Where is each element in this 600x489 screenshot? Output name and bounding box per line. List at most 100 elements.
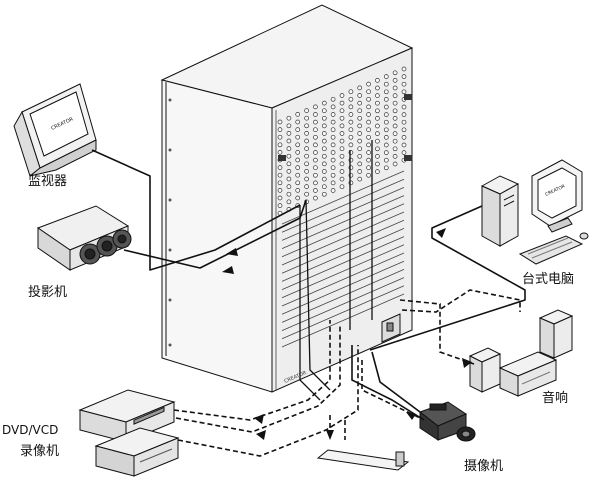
bnc-connector: [313, 134, 318, 140]
label-projector: 投影机: [28, 285, 68, 300]
cable-dvd: [173, 320, 331, 421]
bnc-connector: [339, 153, 345, 159]
bnc-connector-grid: [277, 66, 407, 216]
bnc-connector: [330, 150, 336, 155]
bnc-connector: [313, 127, 318, 133]
bnc-connector: [321, 169, 327, 174]
bnc-connector: [375, 78, 380, 83]
bnc-connector: [286, 131, 292, 136]
bnc-connector: [375, 116, 380, 121]
module-slot: [281, 203, 405, 258]
bnc-connector: [277, 203, 283, 208]
bnc-connector: [375, 161, 380, 167]
bnc-connector: [295, 172, 301, 178]
bnc-connector: [295, 180, 301, 186]
bnc-connector: [295, 127, 301, 132]
module-slot: [281, 211, 405, 266]
bnc-connector: [392, 93, 398, 98]
bnc-connector: [357, 115, 363, 121]
module-slot: [281, 277, 405, 331]
bnc-connector: [383, 112, 389, 117]
bnc-connector: [286, 191, 292, 197]
bnc-connector: [286, 176, 292, 182]
bnc-connector: [348, 119, 354, 125]
bnc-connector: [383, 142, 389, 148]
bnc-connector: [321, 153, 327, 159]
bnc-connector: [277, 188, 283, 193]
module-slot: [281, 244, 405, 299]
bnc-connector: [304, 131, 309, 136]
bnc-connector: [295, 195, 301, 201]
bnc-connector: [321, 191, 327, 197]
bnc-connector: [392, 70, 398, 76]
bnc-connector: [295, 150, 301, 155]
bottom-tray: [316, 449, 410, 471]
chassis-front: [271, 47, 413, 393]
module-slot: [281, 269, 405, 323]
bnc-connector: [392, 100, 398, 106]
bnc-connector: [321, 161, 327, 167]
module-slot: [281, 260, 405, 315]
bnc-connector: [295, 142, 301, 148]
bnc-connector: [392, 108, 398, 114]
bnc-connector: [348, 112, 354, 117]
bnc-connector: [313, 195, 318, 201]
bnc-connector: [321, 184, 327, 190]
bnc-connector: [375, 138, 380, 144]
label-desktop-pc: 台式电脑: [522, 272, 575, 287]
bnc-connector: [375, 154, 380, 159]
bnc-connector: [304, 161, 309, 167]
bnc-connector: [339, 131, 345, 136]
bnc-connector: [383, 119, 389, 125]
bnc-connector: [366, 119, 371, 125]
bnc-connector: [375, 85, 380, 91]
bnc-connector: [383, 165, 389, 171]
bnc-connector: [357, 85, 363, 91]
module-slot: [281, 170, 405, 225]
camera-cable: [351, 345, 425, 421]
bnc-connector: [286, 161, 292, 167]
bnc-connector: [304, 169, 309, 174]
bnc-connector: [313, 172, 318, 178]
bnc-connector: [383, 97, 389, 102]
bnc-connector: [330, 180, 336, 186]
camcorder: [418, 401, 476, 442]
bnc-connector: [295, 134, 301, 140]
label-dvd-vcd: DVD/VCD: [2, 423, 59, 437]
bnc-connector: [313, 165, 318, 171]
bnc-connector: [366, 172, 371, 178]
cable-projector: [123, 199, 307, 269]
bnc-connector: [401, 81, 407, 87]
bnc-connector: [321, 131, 327, 136]
bnc-connector: [313, 119, 318, 125]
bnc-connector: [286, 138, 292, 144]
bnc-connector: [401, 142, 407, 148]
bnc-connector: [304, 123, 309, 129]
bnc-connector: [357, 176, 363, 182]
projector: [36, 205, 132, 271]
bnc-connector: [277, 180, 283, 186]
bnc-connector: [401, 66, 407, 72]
bnc-connector: [401, 135, 407, 140]
bnc-connector: [366, 157, 371, 163]
bnc-connector: [286, 115, 292, 121]
bnc-connector: [330, 96, 336, 102]
bnc-connector: [366, 96, 371, 102]
module-slot: [281, 178, 405, 233]
bnc-connector: [330, 188, 336, 193]
bnc-connector: [383, 89, 389, 95]
bnc-connector: [392, 116, 398, 121]
bnc-connector: [286, 123, 292, 129]
module-slot: [281, 293, 405, 348]
bnc-connector: [304, 176, 309, 182]
side-screws: [168, 98, 172, 347]
bnc-connector: [392, 154, 398, 159]
bnc-connector: [401, 112, 407, 117]
bnc-connector: [401, 127, 407, 133]
module-slot: [281, 285, 405, 340]
label-audio: 音响: [542, 391, 569, 406]
bnc-connector: [304, 115, 309, 121]
bnc-connector: [313, 188, 318, 193]
bnc-connector: [375, 131, 380, 136]
